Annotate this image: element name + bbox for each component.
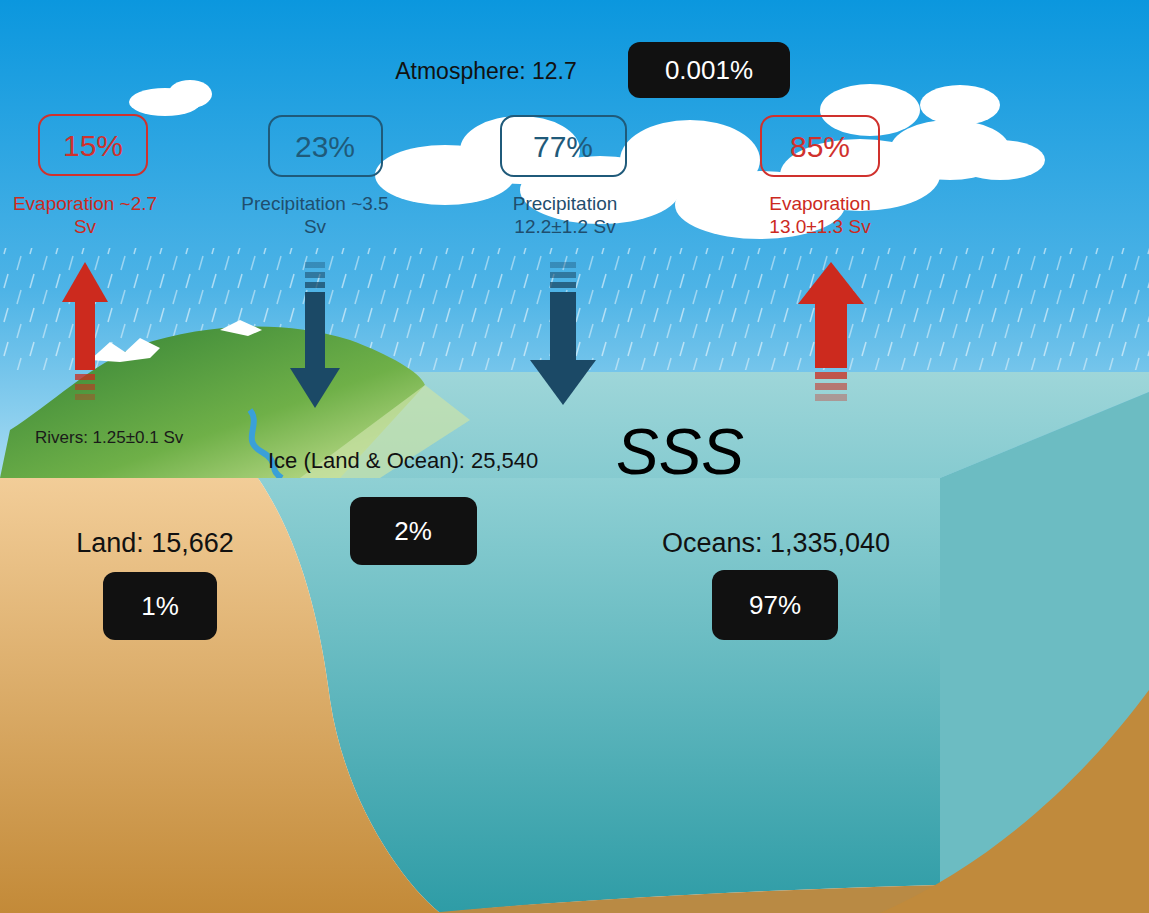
precipitation-arrow [305, 272, 325, 278]
land-hill [220, 320, 262, 336]
evaporation-arrow [815, 372, 847, 379]
clouds [820, 84, 920, 136]
flux-label: Evaporation 13.0±1.3 Sv [745, 193, 895, 239]
percent-value: 97% [749, 591, 801, 620]
ocean-front [430, 885, 940, 913]
precipitation-arrow [550, 282, 576, 288]
percent-box: 23% [268, 115, 383, 177]
percent-badge: 97% [712, 570, 838, 640]
percent-value: 0.001% [665, 56, 753, 85]
percent-box: 85% [760, 115, 880, 177]
precipitation-arrow [290, 262, 340, 408]
percent-value: 15% [63, 129, 123, 162]
precipitation-arrow [550, 292, 576, 362]
precipitation-arrow [305, 262, 325, 268]
evaporation-arrow [815, 394, 847, 401]
precipitation-arrow [305, 282, 325, 288]
clouds [168, 80, 212, 108]
sss-label: SSS [616, 414, 744, 491]
sky [0, 0, 1149, 480]
clouds [955, 140, 1045, 180]
land-hill [90, 338, 160, 362]
percent-badge: 1% [103, 572, 217, 640]
percent-box: 15% [38, 114, 148, 176]
percent-value: 77% [533, 130, 593, 163]
precipitation-arrow [550, 272, 576, 278]
flux-label: Precipitation 12.2±1.2 Sv [490, 193, 640, 239]
sky [0, 0, 1149, 480]
percent-value: 85% [790, 130, 850, 163]
ocean-front [880, 690, 1149, 913]
evaporation-arrow [62, 262, 108, 400]
evaporation-arrow [815, 302, 847, 368]
percent-badge: 0.001% [628, 42, 790, 98]
percent-value: 23% [295, 130, 355, 163]
percent-box: 77% [500, 115, 627, 177]
clouds [920, 85, 1000, 125]
precipitation-arrow [530, 262, 596, 405]
precipitation-arrow [305, 292, 325, 370]
evaporation-arrow [75, 394, 95, 400]
evaporation-arrow [798, 262, 864, 401]
flux-label: Evaporation ~2.7 Sv [10, 193, 160, 239]
percent-badge: 2% [350, 497, 477, 565]
evaporation-arrow [798, 262, 864, 304]
percent-value: 1% [141, 592, 179, 621]
evaporation-arrow [75, 374, 95, 380]
evaporation-arrow [62, 262, 108, 302]
evaporation-arrow [815, 383, 847, 390]
precipitation-arrow [530, 360, 596, 405]
flux-label: Precipitation ~3.5 Sv [240, 193, 390, 239]
precipitation-arrow [550, 262, 576, 268]
precipitation-arrow [290, 368, 340, 408]
reservoir-label: Atmosphere: 12.7 [395, 58, 577, 86]
ocean-front [258, 392, 1149, 913]
river-label: Rivers: 1.25±0.1 Sv [35, 428, 183, 448]
reservoir-label: Land: 15,662 [76, 527, 234, 559]
evaporation-arrow [75, 384, 95, 390]
reservoir-label: Ice (Land & Ocean): 25,540 [268, 448, 538, 474]
percent-value: 2% [394, 517, 432, 546]
evaporation-arrow [75, 300, 95, 370]
reservoir-label: Oceans: 1,335,040 [662, 527, 890, 559]
